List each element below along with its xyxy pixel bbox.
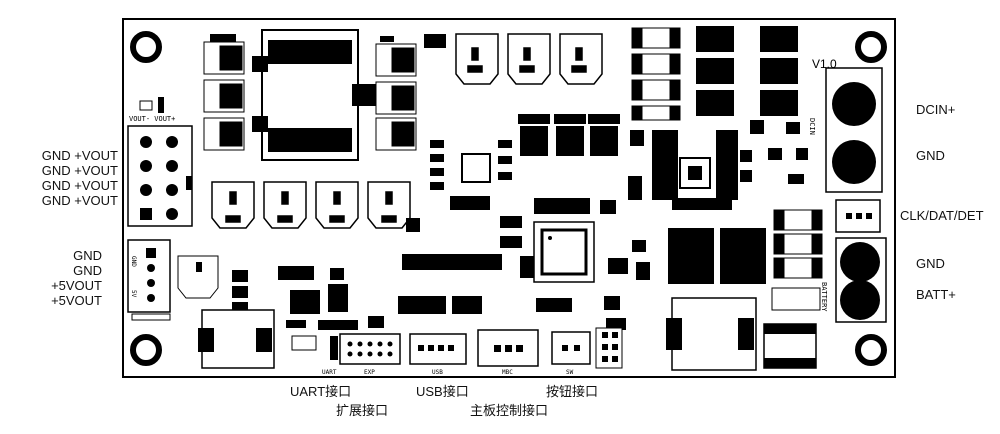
button-interface-label: 按钮接口 <box>546 384 599 399</box>
silk-usb: USB <box>432 369 443 376</box>
cap-bottom-right <box>763 323 817 369</box>
vout-label-1: GND +VOUT <box>41 148 118 163</box>
smd-passives <box>210 34 808 330</box>
uart-connector <box>330 336 338 360</box>
batt-plus-label: BATT+ <box>916 287 956 302</box>
five-v-label-3: +5VOUT <box>51 278 102 293</box>
inductor-main <box>252 29 376 161</box>
silk-battery: BATTERY <box>820 282 828 312</box>
vout-header <box>127 125 193 227</box>
exp-connector <box>339 333 401 365</box>
electrolytic-cap <box>177 255 219 299</box>
uart-interface-label: UART接口 <box>290 384 352 399</box>
dcin-plus-label: DCIN+ <box>916 102 956 117</box>
five-v-connector <box>127 239 171 321</box>
five-v-label-4: +5VOUT <box>51 293 102 308</box>
usb-interface-label: USB接口 <box>416 384 469 399</box>
gnd-label-2: GND <box>916 256 945 271</box>
vout-label-3: GND +VOUT <box>41 178 118 193</box>
silk-sw: SW <box>566 369 574 376</box>
silk-uart: UART <box>322 369 337 376</box>
vout-label-2: GND +VOUT <box>41 163 118 178</box>
silk-5v: 5V <box>130 290 137 298</box>
silk-dcin: DCIN <box>808 118 816 135</box>
qfn-chip-left <box>461 153 491 183</box>
battery-connector <box>835 237 887 323</box>
inductor-bottom-left <box>198 309 275 369</box>
silk-gnd: GND <box>130 256 137 267</box>
mosfets-right <box>375 43 417 151</box>
sw-connector <box>551 331 591 365</box>
usb-connector <box>409 333 467 365</box>
clk-dat-det-label: CLK/DAT/DET <box>900 208 984 223</box>
board-version: V1.0 <box>812 57 837 71</box>
mcu-chip <box>533 221 595 283</box>
mosfets-left <box>203 41 245 151</box>
caps-top <box>455 33 603 85</box>
silk-exp: EXP <box>364 369 375 376</box>
inductor-bottom-right <box>666 297 757 371</box>
dpak-row <box>518 114 620 156</box>
battery-cap <box>771 287 821 311</box>
jumper-block <box>595 327 623 369</box>
resistors-bottom-right <box>773 209 823 279</box>
expansion-interface-label: 扩展接口 <box>336 403 389 418</box>
dcin-connector <box>825 67 883 193</box>
diode <box>291 335 317 351</box>
silk-vout: VOUT- VOUT+ <box>129 115 175 123</box>
mounting-holes <box>130 31 887 366</box>
five-v-label-1: GND <box>73 248 102 263</box>
silk-mbc: MBC <box>502 369 513 376</box>
power-ics-bottom <box>668 228 766 284</box>
gnd-label-1: GND <box>916 148 945 163</box>
resistors-top <box>631 27 681 121</box>
ic-small-left <box>290 290 320 314</box>
mainboard-control-interface-label: 主板控制接口 <box>470 403 549 418</box>
caps-middle <box>211 181 411 229</box>
vout-label-4: GND +VOUT <box>41 193 118 208</box>
mbc-connector <box>477 329 539 367</box>
five-v-label-2: GND <box>73 263 102 278</box>
ics-top-right <box>696 26 798 116</box>
clk-connector <box>835 199 881 233</box>
